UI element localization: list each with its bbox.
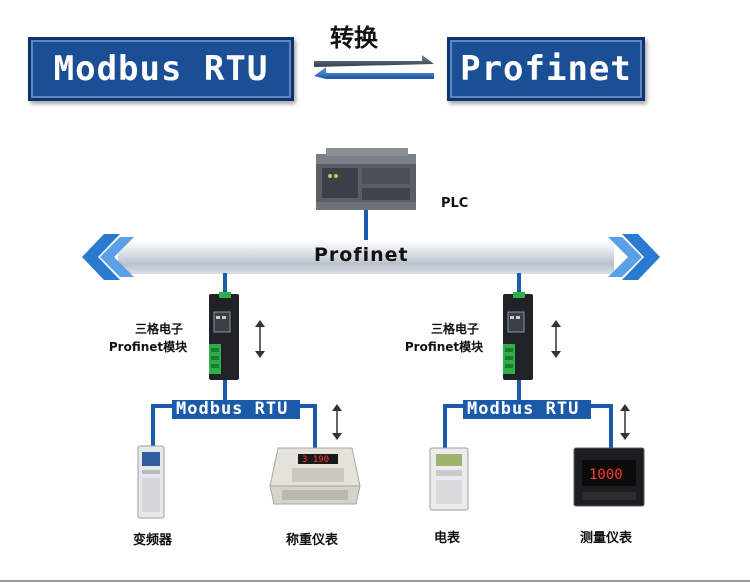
- energy-meter-icon: [429, 447, 469, 511]
- right-gateway-model: Profinet模块: [404, 340, 484, 354]
- conversion-arrows-icon: [314, 55, 434, 79]
- energy-meter-label: 电表: [434, 531, 461, 546]
- right-gateway-bidirectional-arrow-icon: [551, 320, 561, 358]
- plc-label: PLC: [441, 196, 469, 211]
- left-gateway-down-line: [223, 380, 227, 403]
- weighing-indicator-icon: 3 190: [269, 447, 361, 505]
- inverter-icon: [137, 445, 165, 519]
- plc-connector-line: [364, 210, 368, 242]
- measuring-instrument-label: 测量仪表: [580, 531, 633, 546]
- right-modbus-rtu-bar: [463, 400, 591, 419]
- svg-text:3 190: 3 190: [302, 455, 329, 465]
- profinet-banner-label: Profinet: [460, 49, 632, 89]
- profinet-bus-label: Profinet: [314, 244, 409, 266]
- right-gateway-down-line: [517, 380, 521, 403]
- left-subnet-line-2: [313, 404, 317, 448]
- bus-left-arrow-icon: [82, 234, 134, 280]
- left-gateway-bidirectional-arrow-icon: [255, 320, 265, 358]
- profinet-bus: [118, 240, 614, 274]
- left-modbus-rtu-label: Modbus RTU: [176, 399, 289, 419]
- bus-right-arrow-icon: [608, 234, 660, 280]
- modbus-rtu-banner: Modbus RTU: [28, 37, 294, 101]
- right-gateway-module-icon: [503, 292, 533, 380]
- left-gateway-model: Profinet模块: [108, 340, 188, 354]
- weighing-indicator-label: 称重仪表: [286, 533, 339, 548]
- modbus-rtu-banner-label: Modbus RTU: [53, 49, 269, 89]
- bottom-divider: [0, 580, 750, 582]
- right-subnet-line-1: [443, 404, 447, 448]
- right-subnet-bidirectional-arrow-icon: [620, 404, 630, 440]
- left-gateway-module-icon: [209, 292, 239, 380]
- right-gateway-bus-line: [517, 273, 521, 295]
- measuring-instrument-display: 1000: [589, 467, 623, 483]
- left-gateway-bus-line: [223, 273, 227, 295]
- convert-label: 转换: [330, 24, 378, 52]
- right-modbus-rtu-label: Modbus RTU: [467, 399, 580, 419]
- left-modbus-rtu-bar: [172, 400, 300, 419]
- right-subnet-line-2: [609, 404, 613, 448]
- left-gateway-brand: 三格电子: [134, 322, 183, 336]
- plc-device-icon: [316, 148, 416, 210]
- right-gateway-brand: 三格电子: [430, 322, 479, 336]
- profinet-banner: Profinet: [447, 37, 645, 101]
- left-subnet-bidirectional-arrow-icon: [332, 404, 342, 440]
- inverter-label: 变频器: [133, 533, 173, 548]
- left-subnet-line-1: [151, 404, 155, 448]
- measuring-instrument-icon: 1000: [573, 447, 645, 507]
